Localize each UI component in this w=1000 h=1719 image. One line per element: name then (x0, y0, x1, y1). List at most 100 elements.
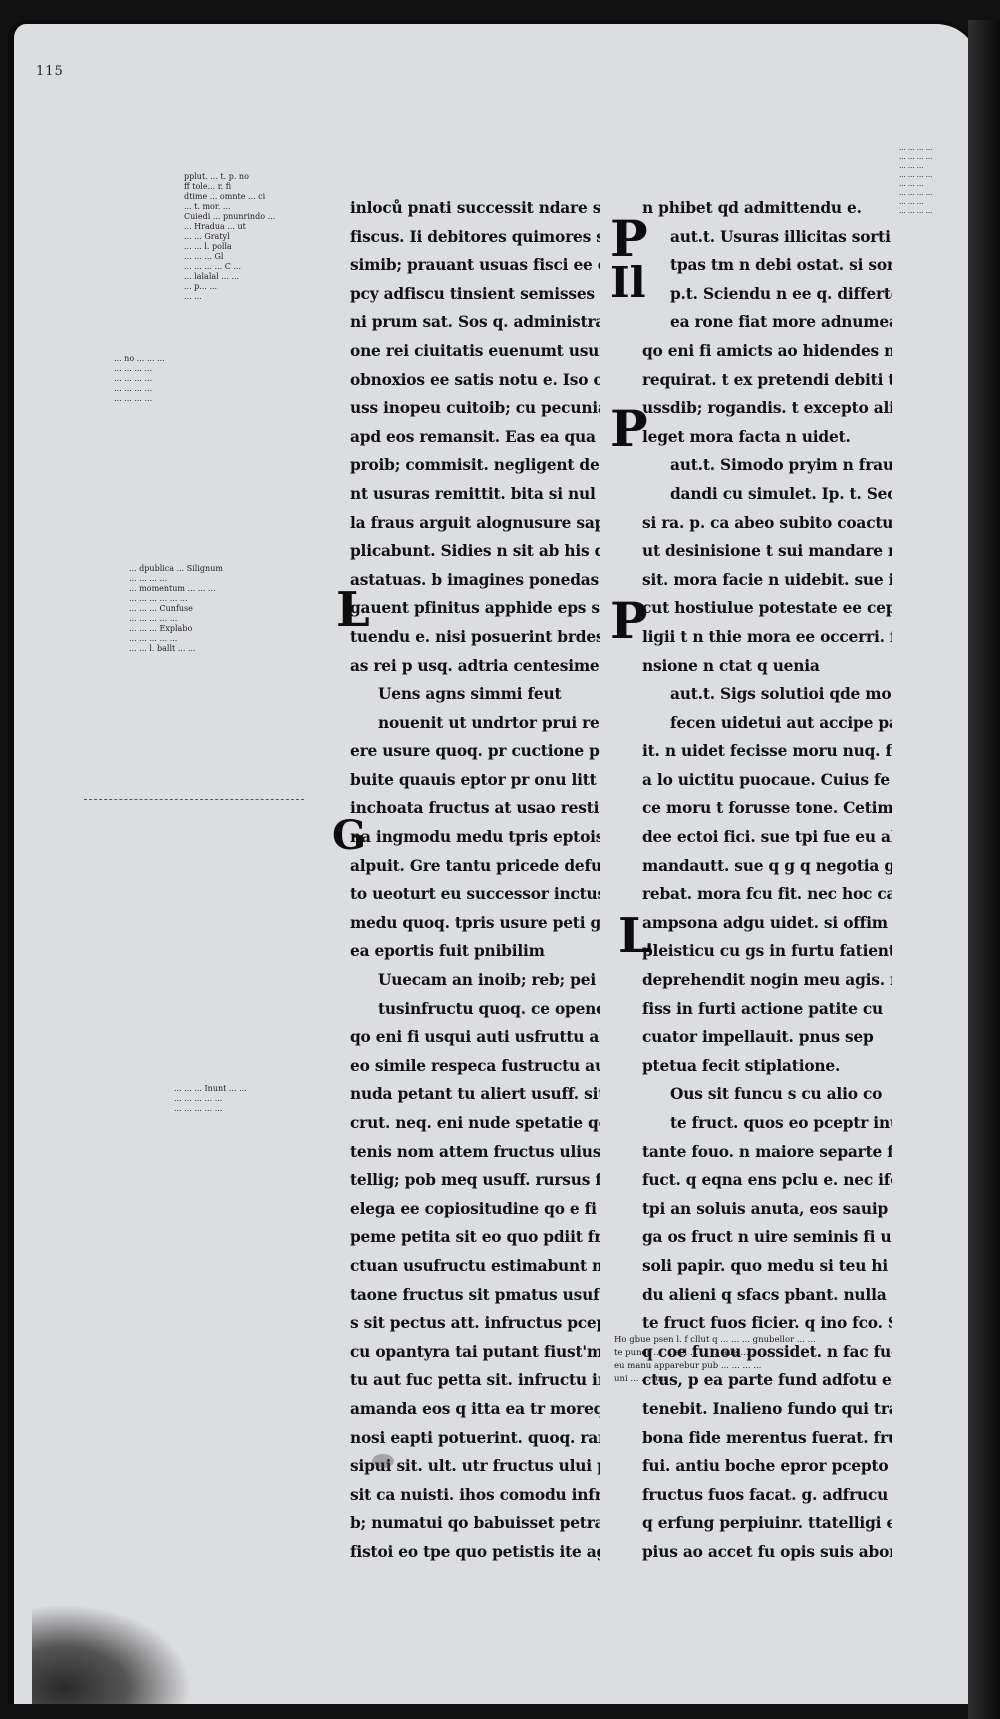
stain (372, 1454, 394, 1468)
text-line: it. n uidet fecisse moru nuq. fi uilt (642, 742, 892, 761)
text-line: te fruct fuos ficier. q ino fco. Siam (642, 1314, 892, 1333)
text-line: te fruct. quos eo pceptr inuito t (670, 1114, 892, 1132)
text-line: a lo uictitu puocaue. Cuius fe (642, 770, 890, 789)
text-line: ctus, p ea parte fund adfotu ex (642, 1371, 892, 1390)
initial-letter: L (336, 582, 370, 638)
text-line: aut.t. Sigs solutioi qde mora (670, 685, 892, 704)
gloss-line: ... ... ... ... C ... (184, 262, 241, 271)
gloss-line: dtime ... omnte ... ci (184, 192, 266, 201)
margin-rule (84, 799, 304, 801)
text-line: taone fructus sit pmatus usufruc (350, 1285, 600, 1304)
page-shadow (32, 1604, 192, 1704)
margin-note-line: ... ... ... ... (899, 153, 933, 161)
text-line: obnoxios ee satis notu e. Iso obs (350, 370, 600, 389)
text-line: buite quauis eptor pr onu litt (350, 770, 597, 789)
marginal-gloss-lower: ... dpublica ... Silignum ... ... ... ...… (129, 564, 223, 654)
right-margin-notes: ... ... ... ...... ... ... ...... ... ..… (899, 144, 976, 216)
text-line: pius ao accet fu opis suis abor (642, 1542, 892, 1561)
text-line: nuda petant tu aliert usuff. sit pen (350, 1085, 600, 1104)
text-line: soli papir. quo medu si teu hi (642, 1256, 889, 1275)
gloss-line: ... momentum ... ... ... (129, 584, 216, 593)
text-line: as rei p usq. adtria centesime pe (350, 656, 600, 675)
text-line: one rei ciuitatis euenumt usuis (350, 341, 600, 360)
margin-note-line: ... ... ... ... (899, 189, 933, 197)
text-line: fiss in furti actione patite cu (642, 999, 883, 1018)
text-line: ni prum sat. Sos q. administrati (350, 313, 600, 332)
text-line: ctuan usufructu estimabunt m pe (350, 1256, 600, 1275)
text-line: pleisticu cu gs in furtu fatientes (642, 942, 892, 961)
text-line: apd eos remansit. Eas ea qua rede (350, 427, 600, 446)
text-line: cu opantyra tai putant fiust'm (350, 1342, 600, 1361)
text-line: fiscus. Ii debitores quimores somi (350, 227, 600, 246)
text-line: tu aut fuc petta sit. infructu in (350, 1371, 600, 1390)
text-line: na ingmodu medu tpris eptois (350, 828, 600, 847)
gloss-line: ... ... ... ... (114, 384, 153, 393)
text-line: tenebit. Inalieno fundo qui tra (642, 1399, 892, 1418)
initial-letter: P (610, 591, 648, 650)
text-line: si ra. p. ca abeo subito coactus fi (642, 513, 892, 532)
gloss-line: ... ... ... ... ... (174, 1104, 223, 1113)
gloss-line: ... lalalal ... ... (184, 272, 240, 281)
text-line: gauent pfinitus apphide eps sta (350, 599, 600, 618)
text-line: tpas tm n debi ostat. si sorte n uitta (670, 256, 892, 275)
text-line: amanda eos q itta ea tr moreq (350, 1399, 600, 1418)
initial-letter: L (618, 908, 652, 964)
text-line: proib; commisit. negligent dede (350, 456, 600, 475)
text-line: tpi an soluis anuta, eos sauip (642, 1199, 889, 1218)
note-line: Ho gbue psen l. f cllut q ... ... ... gn… (614, 1335, 816, 1345)
gloss-line: ff tole... r. fi (184, 182, 232, 191)
text-line: ea rone fiat more adnumeatu (670, 313, 892, 332)
gloss-line: ... dpublica ... Silignum (129, 564, 223, 573)
text-line: s sit pectus att. infructus pceptes (350, 1314, 600, 1333)
text-line: n phibet qd admittendu e. (642, 199, 862, 217)
text-line: mandautt. sue q g q negotia ge (642, 856, 892, 875)
text-line: ptetua fecit stiplatione. (642, 1056, 841, 1075)
binding-edge (968, 20, 1000, 1719)
gloss-line: ... ... l. polla (184, 242, 232, 251)
text-line: nouenit ut undrtor prui restitu (378, 713, 600, 732)
text-line: bona fide merentus fuerat. fruntum (642, 1428, 892, 1447)
note-line: eu manu apparebur pub ... ... ... ... (614, 1361, 762, 1371)
gloss-line: ... Hradua ... ut (184, 222, 246, 231)
margin-note-line: ... ... ... (899, 180, 924, 188)
text-line: requirat. t ex pretendi debiti t fis (642, 370, 892, 389)
text-line: eo simile respeca fustructu aut (350, 1056, 600, 1075)
text-line: ut desinisione t sui mandare n pos (642, 542, 892, 561)
margin-note-line: ... ... ... ... (899, 144, 933, 152)
text-line: leget mora facta n uidet. (642, 427, 851, 446)
text-line: alpuit. Gre tantu pricede defu (350, 856, 600, 875)
text-line: plicabunt. Sidies n sit ab his q (350, 542, 600, 561)
text-line: sit. mora facie n uidebit. sue inui (642, 570, 892, 589)
gloss-line: ... ... Gratyl (184, 232, 230, 241)
text-line: deprehendit nogin meu agis. mu (642, 971, 892, 990)
text-line: aut.t. Usuras illicitas sorti mixta (670, 227, 892, 246)
text-line: crut. neq. eni nude spetatie qo app (350, 1114, 600, 1132)
gloss-line: ... ... ... ... ... (129, 634, 178, 643)
margin-note-line: ... ... ... ... (899, 171, 933, 179)
gloss-line: ... t. mor. ... (184, 202, 231, 211)
text-line: ce moru t forusse tone. Cetim (642, 799, 892, 818)
text-line: qo eni fi amicts ao hidendes net (642, 341, 892, 360)
gloss-line: ... ... l. ballt ... ... (129, 644, 196, 653)
text-line: q erfung perpiuinr. ttatelligi ebt (642, 1514, 892, 1533)
text-line: dandi cu simulet. Ip. t. Sec (670, 484, 892, 503)
initial-letter: P (610, 399, 648, 458)
marginal-gloss-middle: ... no ... ... ...... ... ... ...... ...… (114, 354, 165, 404)
initial-letter: G (332, 812, 367, 859)
text-line: ussdib; rogandis. t excepto aliq (642, 399, 892, 418)
text-line: Uuecam an inoib; reb; pei (378, 971, 596, 990)
text-line: aut.t. Simodo pryim n frau (670, 456, 892, 475)
text-line: tenis nom attem fructus ulius in (350, 1142, 600, 1161)
text-line: sit ca nuisti. ihos comodu infrucu (350, 1485, 600, 1504)
text-line: ea eportis fuit pnibilim (350, 942, 545, 961)
text-line: q coe funou possidet. n fac fuos fru (642, 1342, 892, 1361)
gloss-line: ... ... ... ... (114, 364, 153, 373)
note-line: te punor ... ... sel ... ... ... aue ...… (614, 1348, 771, 1358)
gloss-line: ... ... ... ... ... ... (129, 594, 188, 603)
gloss-line: ... ... (184, 292, 202, 301)
text-line: tusinfructu quoq. ce opener possesse (378, 999, 600, 1018)
text-line: uss inopeu cuitoib; cu pecunia (350, 399, 600, 418)
text-line: nosi eapti potuerint. quoq. rart (350, 1428, 600, 1447)
